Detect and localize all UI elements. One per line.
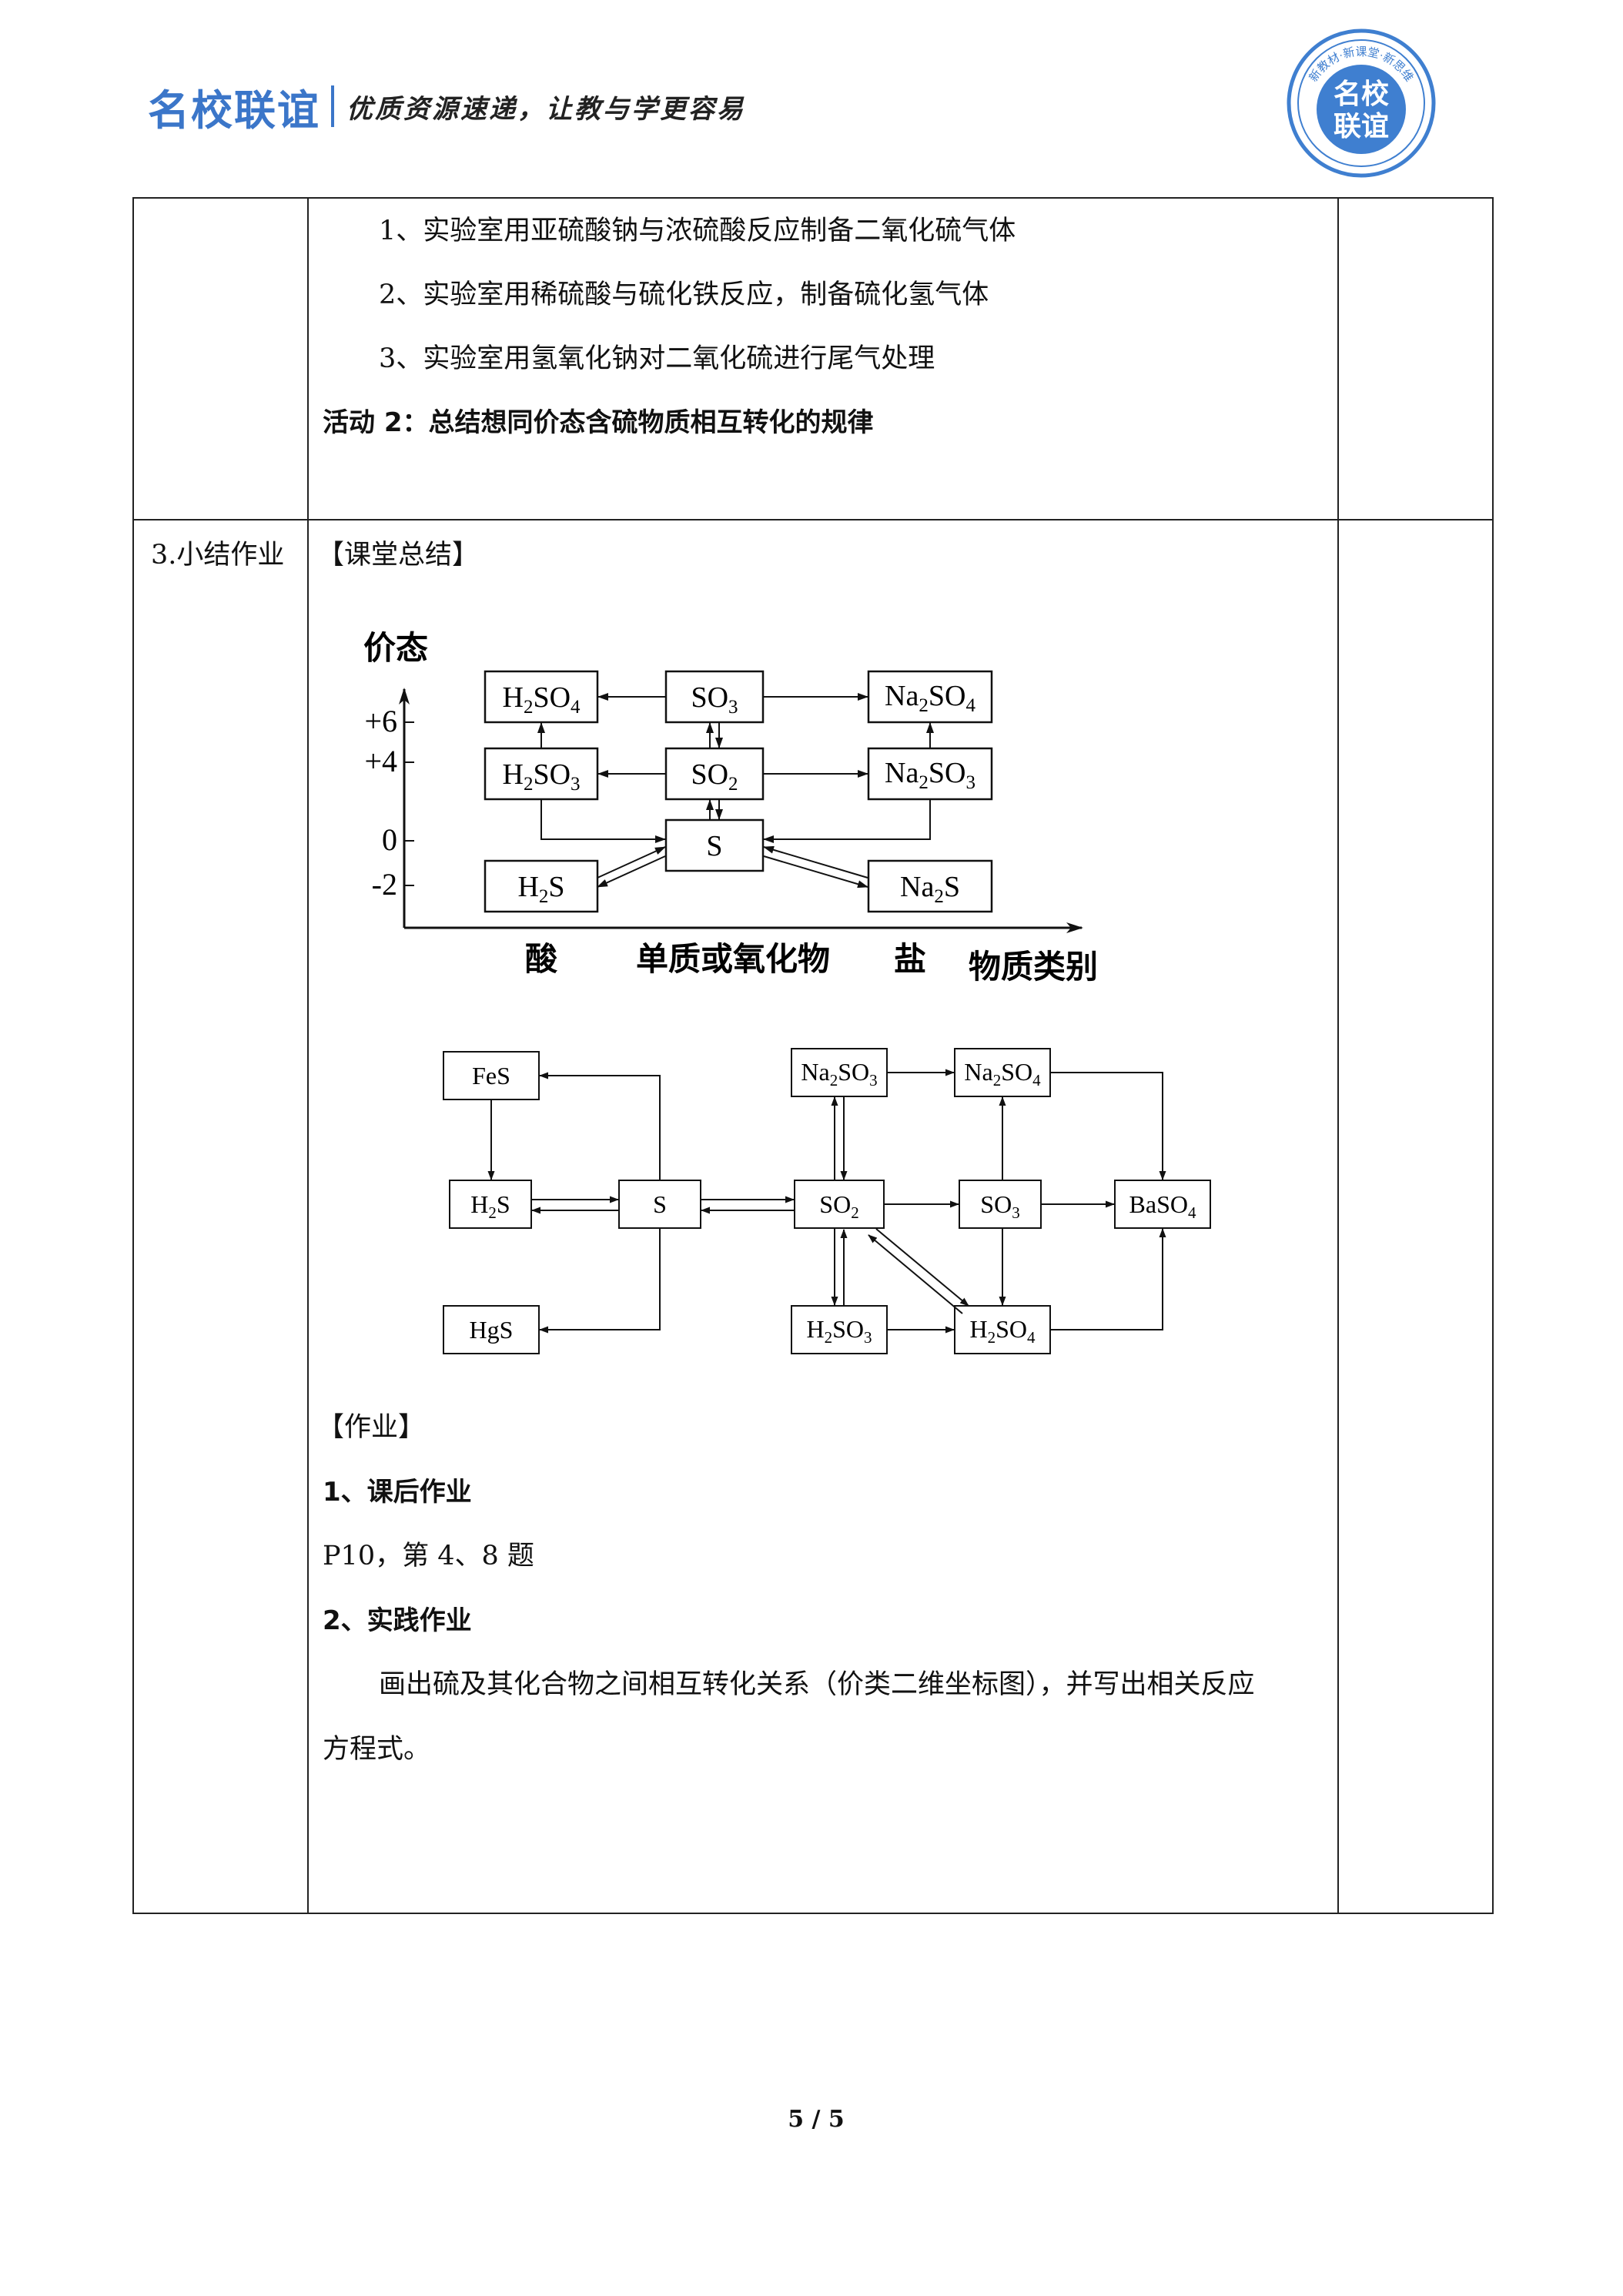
d2-node-h2so3: H2SO3 xyxy=(806,1315,872,1347)
table-border-bottom xyxy=(132,1913,1494,1914)
d2-node-h2so4: H2SO4 xyxy=(969,1315,1036,1347)
d2-node-s: S xyxy=(653,1190,667,1218)
y-tick-plus4: +4 xyxy=(364,744,397,778)
d1-node-na2s: Na2S xyxy=(900,871,960,907)
d2-node-hgs: HgS xyxy=(470,1316,514,1344)
homework-1-text: P10，第 4、8 题 xyxy=(323,1541,534,1571)
table-row-divider xyxy=(132,519,1494,520)
x-category-acid: 酸 xyxy=(525,942,558,978)
brand-slogan: 优质资源速递，让教与学更容易 xyxy=(346,93,745,125)
d1-node-h2so3: H2SO3 xyxy=(502,758,580,795)
table-col-divider-1 xyxy=(307,197,309,1914)
brand-divider xyxy=(331,85,334,127)
d2-node-so3: SO3 xyxy=(980,1190,1019,1222)
y-tick-plus6: +6 xyxy=(364,704,397,738)
brand-header: 名校联谊 优质资源速递，让教与学更容易 xyxy=(148,77,745,136)
d2-node-baso4: BaSO4 xyxy=(1129,1190,1196,1222)
experiment-item-3: 3、实验室用氢氧化钠对二氧化硫进行尾气处理 xyxy=(379,343,935,374)
table-border-right xyxy=(1492,197,1494,1914)
y-axis-label: 价态 xyxy=(363,631,428,667)
homework-1-title: 1、课后作业 xyxy=(323,1477,472,1508)
page-number: 5 / 5 xyxy=(788,2106,845,2133)
d1-node-h2so4: H2SO4 xyxy=(502,681,581,718)
d1-node-s: S xyxy=(706,830,722,862)
seal-logo: 新教材·新课堂·新思维 名校 联谊 xyxy=(1287,28,1436,178)
sulfur-network-diagram: FeS H2S HgS S Na2SO3 Na2SO4 SO2 SO3 BaSO… xyxy=(443,1048,1211,1354)
y-tick-zero: 0 xyxy=(382,822,397,857)
experiment-item-2: 2、实验室用稀硫酸与硫化铁反应，制备硫化氢气体 xyxy=(379,279,989,310)
valence-class-diagram: 价态 物质类别 +6 +4 0 -2 酸 单质或氧化物 盐 H2SO4 SO3 … xyxy=(363,631,1098,986)
x-category-salt: 盐 xyxy=(894,942,926,978)
homework-2-line2: 方程式。 xyxy=(323,1734,431,1765)
table-col-divider-2 xyxy=(1337,197,1339,1914)
section-label: 3.小结作业 xyxy=(151,540,285,571)
summary-heading: 【课堂总结】 xyxy=(317,540,480,571)
d2-node-h2s: H2S xyxy=(470,1190,510,1222)
homework-2-line1: 画出硫及其化合物之间相互转化关系（价类二维坐标图），并写出相关反应 xyxy=(379,1669,1255,1700)
experiment-item-1: 1、实验室用亚硫酸钠与浓硫酸反应制备二氧化硫气体 xyxy=(379,216,1016,246)
d1-node-na2so4: Na2SO4 xyxy=(885,680,975,716)
d1-node-na2so3: Na2SO3 xyxy=(885,757,975,793)
d2-node-na2so3: Na2SO3 xyxy=(801,1058,877,1089)
homework-2-title: 2、实践作业 xyxy=(323,1605,472,1636)
d1-node-h2s: H2S xyxy=(517,871,564,907)
brand-name: 名校联谊 xyxy=(148,85,320,135)
x-category-element-oxide: 单质或氧化物 xyxy=(636,942,830,978)
seal-center-line1: 名校 xyxy=(1334,79,1389,109)
seal-center-line2: 联谊 xyxy=(1334,111,1389,142)
homework-heading: 【作业】 xyxy=(317,1412,426,1443)
table-border-left xyxy=(132,197,134,1914)
x-axis-label: 物质类别 xyxy=(969,949,1098,986)
d2-node-so2: SO2 xyxy=(819,1190,858,1222)
y-tick-minus2: -2 xyxy=(372,867,397,902)
d2-node-na2so4: Na2SO4 xyxy=(964,1058,1041,1089)
table-border-top xyxy=(132,197,1494,199)
d2-node-fes: FeS xyxy=(472,1062,510,1089)
d1-node-so3: SO3 xyxy=(691,681,738,718)
d1-node-so2: SO2 xyxy=(691,758,738,795)
activity-2-title: 活动 2：总结想同价态含硫物质相互转化的规律 xyxy=(323,407,874,438)
